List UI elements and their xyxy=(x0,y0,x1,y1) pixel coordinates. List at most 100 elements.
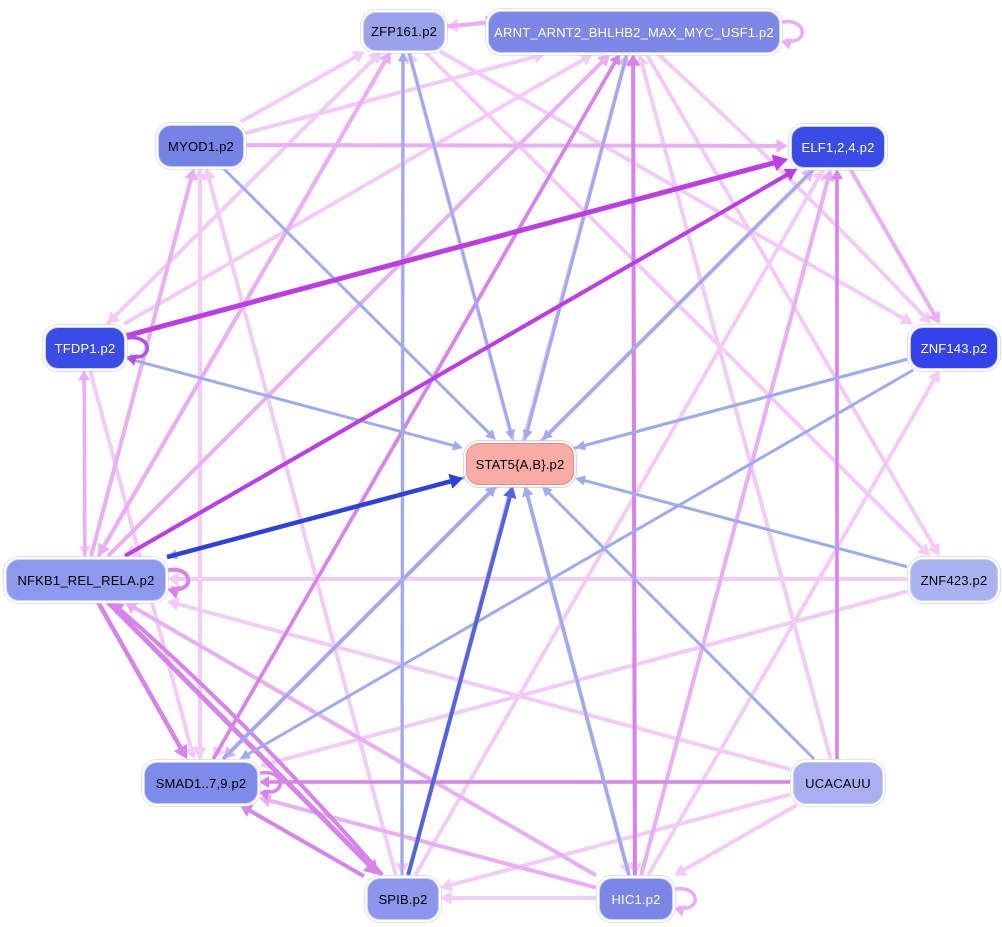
node-zfp161[interactable]: ZFP161.p2 xyxy=(363,11,445,51)
edge-ucacauu-smad-arrowhead xyxy=(259,776,270,788)
node-ucacauu[interactable]: UCACAUU xyxy=(793,762,883,804)
self-loop-nfkb1-arrowhead xyxy=(167,585,180,599)
edge-nfkb1-stat5-arrowhead xyxy=(448,473,463,489)
node-label-arnt: ARNT_ARNT2_BHLHB2_MAX_MYC_USF1.p2 xyxy=(494,24,774,40)
node-myod1[interactable]: MYOD1.p2 xyxy=(158,125,244,167)
edge-arnt-stat5 xyxy=(525,53,629,434)
edge-myod1-zfp161 xyxy=(239,53,360,124)
edge-zfp161-znf143-arrowhead xyxy=(899,312,914,325)
edge-hic1-stat5 xyxy=(525,492,631,876)
edge-arnt-znf423-arrowhead xyxy=(927,542,940,556)
edge-myod1-stat5 xyxy=(222,166,493,437)
edge-nfkb1-myod1 xyxy=(89,174,195,557)
edge-ucacauu-arnt xyxy=(639,60,833,760)
edge-spib-myod1-arrowhead xyxy=(202,168,216,181)
edge-zfp161-nfkb1-arrowhead xyxy=(98,542,110,556)
edge-hic1-elf xyxy=(639,175,831,876)
edge-smad-arnt xyxy=(211,59,618,760)
edge-hic1-arnt-arrowhead xyxy=(626,54,640,66)
edge-smad-myod1-arrowhead xyxy=(193,168,207,180)
edge-nfkb1-spib-arrowhead xyxy=(362,858,380,875)
node-znf423[interactable]: ZNF423.p2 xyxy=(910,559,998,601)
edge-ucacauu-hic1 xyxy=(679,803,798,874)
edge-nfkb1-arnt xyxy=(106,57,607,558)
edge-ucacauu-hic1-arrowhead xyxy=(674,863,688,876)
edge-tfdp1-arnt-arrowhead xyxy=(579,53,593,66)
edge-hic1-nfkb1-arrowhead xyxy=(124,601,139,614)
node-label-spib: SPIB.p2 xyxy=(378,891,428,907)
node-label-myod1: MYOD1.p2 xyxy=(168,138,234,154)
edge-znf423-stat5 xyxy=(581,478,908,569)
edge-spib-myod1 xyxy=(206,174,398,876)
edge-hic1-arnt xyxy=(631,60,637,876)
node-hic1[interactable]: HIC1.p2 xyxy=(599,878,673,920)
edge-znf423-nfkb1-arrowhead xyxy=(167,572,179,586)
edge-ucacauu-spib-arrowhead xyxy=(440,878,453,892)
node-label-smad: SMAD1..7,9.p2 xyxy=(155,775,247,791)
edge-nfkb1-stat5 xyxy=(166,477,457,560)
node-nfkb1[interactable]: NFKB1_REL_RELA.p2 xyxy=(6,559,166,601)
edge-zfp161-stat5-arrowhead xyxy=(505,429,516,440)
edge-hic1-spib-arrowhead xyxy=(440,891,452,905)
node-arnt[interactable]: ARNT_ARNT2_BHLHB2_MAX_MYC_USF1.p2 xyxy=(488,11,780,53)
edge-zfp161-stat5 xyxy=(407,51,513,434)
edge-myod1-elf-arrowhead xyxy=(776,139,788,153)
self-loop-hic1-arrowhead xyxy=(674,905,686,917)
edge-elf-znf143-arrowhead xyxy=(928,310,940,324)
edge-nfkb1-smad-arrowhead xyxy=(173,743,188,759)
edge-elf-znf143 xyxy=(848,168,938,319)
edge-spib-nfkb1 xyxy=(115,605,384,877)
edge-tfdp1-arnt xyxy=(123,55,588,326)
edge-hic1-nfkb1 xyxy=(129,603,598,878)
self-loop-arnt xyxy=(777,19,804,43)
edge-myod1-elf xyxy=(244,143,782,148)
node-label-znf143: ZNF143.p2 xyxy=(920,340,988,356)
edge-hic1-elf-arrowhead xyxy=(821,169,835,182)
node-label-stat5: STAT5{A,B}.p2 xyxy=(475,456,565,472)
edge-ucacauu-arnt-arrowhead xyxy=(635,54,649,67)
edge-spib-elf xyxy=(413,174,822,877)
edge-elf-stat5 xyxy=(545,167,815,437)
edge-hic1-stat5-arrowhead xyxy=(522,486,534,498)
edge-myod1-arnt xyxy=(244,53,540,136)
edge-smad-arnt-arrowhead xyxy=(609,54,620,66)
edge-ucacauu-elf-arrowhead xyxy=(831,169,843,180)
node-tfdp1[interactable]: TFDP1.p2 xyxy=(45,327,125,369)
edge-nfkb1-tfdp1-arrowhead xyxy=(78,370,91,381)
node-label-zfp161: ZFP161.p2 xyxy=(370,23,438,39)
node-smad[interactable]: SMAD1..7,9.p2 xyxy=(144,762,258,804)
edge-arnt-stat5-arrowhead xyxy=(522,429,533,440)
self-loop-arnt-arrowhead xyxy=(781,38,793,50)
edge-spib-elf-arrowhead xyxy=(812,169,824,183)
edge-elf-stat5-arrowhead xyxy=(542,429,553,440)
edge-myod1-zfp161-arrowhead xyxy=(351,51,365,64)
self-loop-tfdp1 xyxy=(122,335,149,359)
node-label-ucacauu: UCACAUU xyxy=(805,775,871,791)
edge-znf423-smad xyxy=(265,589,908,767)
edge-spib-zfp161-arrowhead xyxy=(397,51,409,62)
node-elf[interactable]: ELF1,2,4.p2 xyxy=(791,126,885,168)
edge-hic1-smad-arrowhead xyxy=(259,794,272,808)
edge-ucacauu-stat5 xyxy=(545,489,816,761)
edge-nfkb1-tfdp1 xyxy=(82,376,87,557)
edge-zfp161-nfkb1 xyxy=(100,50,393,551)
node-label-znf423: ZNF423.p2 xyxy=(920,572,988,588)
node-label-elf: ELF1,2,4.p2 xyxy=(801,139,875,155)
edge-zfp161-znf423-arrowhead xyxy=(916,543,930,556)
node-label-hic1: HIC1.p2 xyxy=(611,891,661,907)
edge-ucacauu-nfkb1 xyxy=(173,601,791,772)
edge-myod1-arnt-arrowhead xyxy=(532,50,546,64)
node-label-nfkb1: NFKB1_REL_RELA.p2 xyxy=(17,572,155,588)
node-stat5[interactable]: STAT5{A,B}.p2 xyxy=(466,443,574,485)
edge-smad-stat5-arrowhead xyxy=(484,486,496,498)
edge-spib-stat5-arrowhead xyxy=(503,486,517,499)
edge-tfdp1-elf-arrowhead xyxy=(771,154,788,171)
edge-spib-nfkb1-arrowhead xyxy=(111,602,125,615)
edge-znf423-stat5-arrowhead xyxy=(575,475,586,486)
edge-spib-zfp161 xyxy=(400,58,405,876)
edge-myod1-stat5-arrowhead xyxy=(485,429,496,440)
node-znf143[interactable]: ZNF143.p2 xyxy=(910,327,998,369)
edge-spib-smad-arrowhead xyxy=(240,804,254,817)
node-spib[interactable]: SPIB.p2 xyxy=(367,878,439,920)
edge-nfkb1-elf xyxy=(123,170,792,558)
